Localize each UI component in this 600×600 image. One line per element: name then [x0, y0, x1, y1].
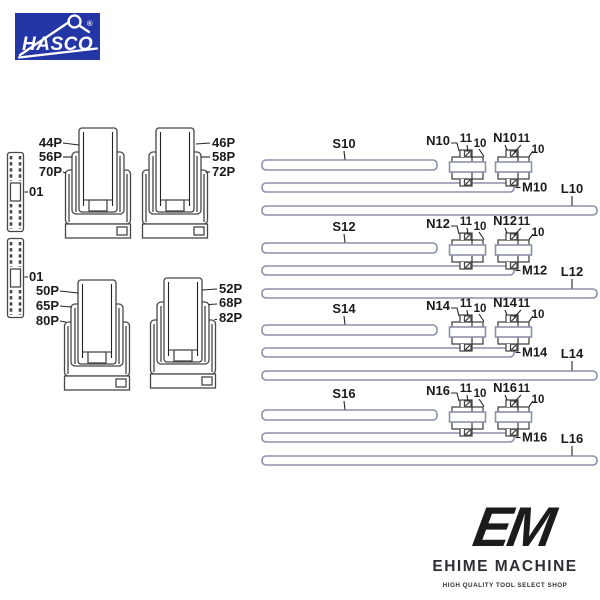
latch-strip-2: 01 — [6, 237, 43, 319]
leader-lines — [343, 225, 573, 289]
s-plate-label: S16 — [332, 386, 355, 401]
l-plate-label: L10 — [561, 181, 583, 196]
pin-label: 10 — [474, 303, 487, 315]
m-plate-label: M16 — [522, 430, 547, 445]
clamp-size-label: 82P — [219, 310, 242, 325]
leader-lines — [62, 142, 80, 174]
n-unit-label: N14 — [426, 298, 451, 313]
s-plate — [261, 242, 438, 254]
n-unit-label: N12 — [493, 213, 517, 228]
clamp-size-label: 44P — [39, 135, 62, 150]
m-plate — [261, 432, 515, 443]
n-unit-label: N14 — [493, 295, 518, 310]
size-group-1: S10 N10 11 10 N10 11 10 M10 L10 — [261, 130, 598, 216]
pin-label: 10 — [532, 394, 545, 406]
clamp-size-label: 80P — [36, 313, 59, 328]
screw-label: 11 — [518, 133, 531, 145]
clamp-size-label: 70P — [39, 164, 62, 179]
s-plate-label: S14 — [332, 301, 356, 316]
l-plate-label: L14 — [561, 346, 584, 361]
latch-unit — [448, 314, 487, 352]
latch-unit — [448, 399, 487, 437]
hasco-swoosh-icon — [17, 14, 99, 59]
ehime-mark-m-icon: M — [503, 495, 562, 558]
n-unit-label: N10 — [426, 133, 450, 148]
clamp-size-label: 65P — [36, 298, 59, 313]
clamp-size-label: 50P — [36, 283, 59, 298]
n-unit-label: N16 — [426, 383, 450, 398]
clamp-size-label: 58P — [212, 149, 235, 164]
ehime-logo: E M EHIME MACHINE HIGH QUALITY TOOL SELE… — [432, 495, 577, 589]
l-plate — [261, 205, 598, 216]
screw-label: 11 — [460, 383, 473, 395]
screw-label: 11 — [518, 383, 531, 395]
l-plate-label: L16 — [561, 431, 583, 446]
s-plate-label: S10 — [332, 136, 355, 151]
leader-lines — [343, 392, 573, 456]
m-plate-label: M14 — [522, 345, 548, 360]
hasco-registered-mark: ® — [87, 19, 93, 28]
clamp-size-label: 68P — [219, 295, 242, 310]
leader-lines — [195, 142, 211, 173]
pin-label: 10 — [532, 227, 545, 239]
screw-label: 11 — [460, 133, 473, 145]
leader-lines — [201, 288, 218, 321]
s-plate-label: S12 — [332, 219, 355, 234]
leader-lines — [343, 142, 573, 206]
m-plate-label: M10 — [522, 180, 547, 195]
latch-strip-1: 01 — [6, 151, 43, 233]
s-plate — [261, 409, 438, 421]
screw-label: 11 — [460, 298, 473, 310]
s-plate — [261, 324, 438, 336]
latch-strip-1-label: 01 — [29, 184, 43, 199]
ehime-shop-name: EHIME MACHINE — [432, 558, 577, 575]
clamp-size-label: 56P — [39, 149, 62, 164]
l-plate — [261, 288, 598, 299]
pin-label: 10 — [474, 221, 487, 233]
m-plate-label: M12 — [522, 263, 547, 278]
latch-unit — [448, 149, 487, 187]
clamp-stack-1: 44P 56P 70P — [39, 127, 132, 239]
m-plate — [261, 182, 515, 193]
screw-label: 11 — [518, 216, 531, 228]
screw-label: 11 — [518, 298, 531, 310]
s-plate — [261, 159, 438, 171]
clamp-size-label: 72P — [212, 164, 235, 179]
l-plate — [261, 370, 598, 381]
pin-label: 10 — [474, 138, 487, 150]
clamp-size-label: 52P — [219, 281, 242, 296]
leader-lines — [343, 307, 573, 371]
hasco-wordmark: HASCO — [22, 34, 93, 55]
latch-unit — [448, 232, 487, 270]
clamp-stack-3: 50P 65P 80P — [36, 279, 131, 391]
ehime-shop-tagline: HIGH QUALITY TOOL SELECT SHOP — [443, 582, 568, 589]
size-group-2: S12 N12 11 10 N12 11 10 M12 L12 — [261, 213, 598, 299]
clamp-size-label: 46P — [212, 135, 235, 150]
pin-label: 10 — [532, 144, 545, 156]
pin-label: 10 — [532, 309, 545, 321]
pin-label: 10 — [474, 388, 487, 400]
hasco-logo: HASCO ® — [15, 13, 100, 60]
l-plate-label: L12 — [561, 264, 583, 279]
size-group-4: S16 N16 11 10 N16 11 10 M16 L16 — [261, 380, 598, 466]
m-plate — [261, 347, 515, 358]
size-group-3: S14 N14 11 10 N14 11 10 M14 L14 — [261, 295, 598, 381]
n-unit-label: N16 — [493, 380, 517, 395]
leader-lines — [59, 290, 79, 323]
screw-label: 11 — [460, 216, 473, 228]
l-plate — [261, 455, 598, 466]
n-unit-label: N12 — [426, 216, 450, 231]
n-unit-label: N10 — [493, 130, 517, 145]
latch-strip-2-label: 01 — [29, 269, 43, 284]
clamp-stack-4: 52P 68P 82P — [149, 277, 242, 389]
m-plate — [261, 265, 515, 276]
clamp-stack-2: 46P 58P 72P — [141, 127, 235, 239]
